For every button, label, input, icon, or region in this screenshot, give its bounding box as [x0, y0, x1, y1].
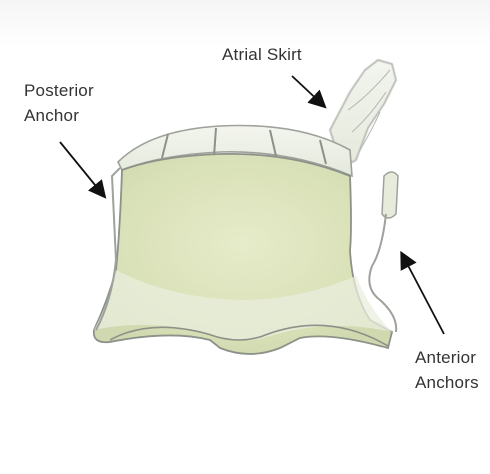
- arrow-anterior-anchors: [402, 254, 444, 334]
- arrow-posterior-anchor: [60, 142, 104, 196]
- label-posterior-anchor: Posterior Anchor: [24, 78, 94, 128]
- valve-body: [94, 154, 392, 354]
- anterior-anchor: [369, 172, 398, 332]
- label-anterior-anchors: Anterior Anchors: [415, 345, 479, 395]
- arrow-atrial-skirt: [292, 76, 324, 106]
- label-atrial-skirt: Atrial Skirt: [222, 42, 302, 67]
